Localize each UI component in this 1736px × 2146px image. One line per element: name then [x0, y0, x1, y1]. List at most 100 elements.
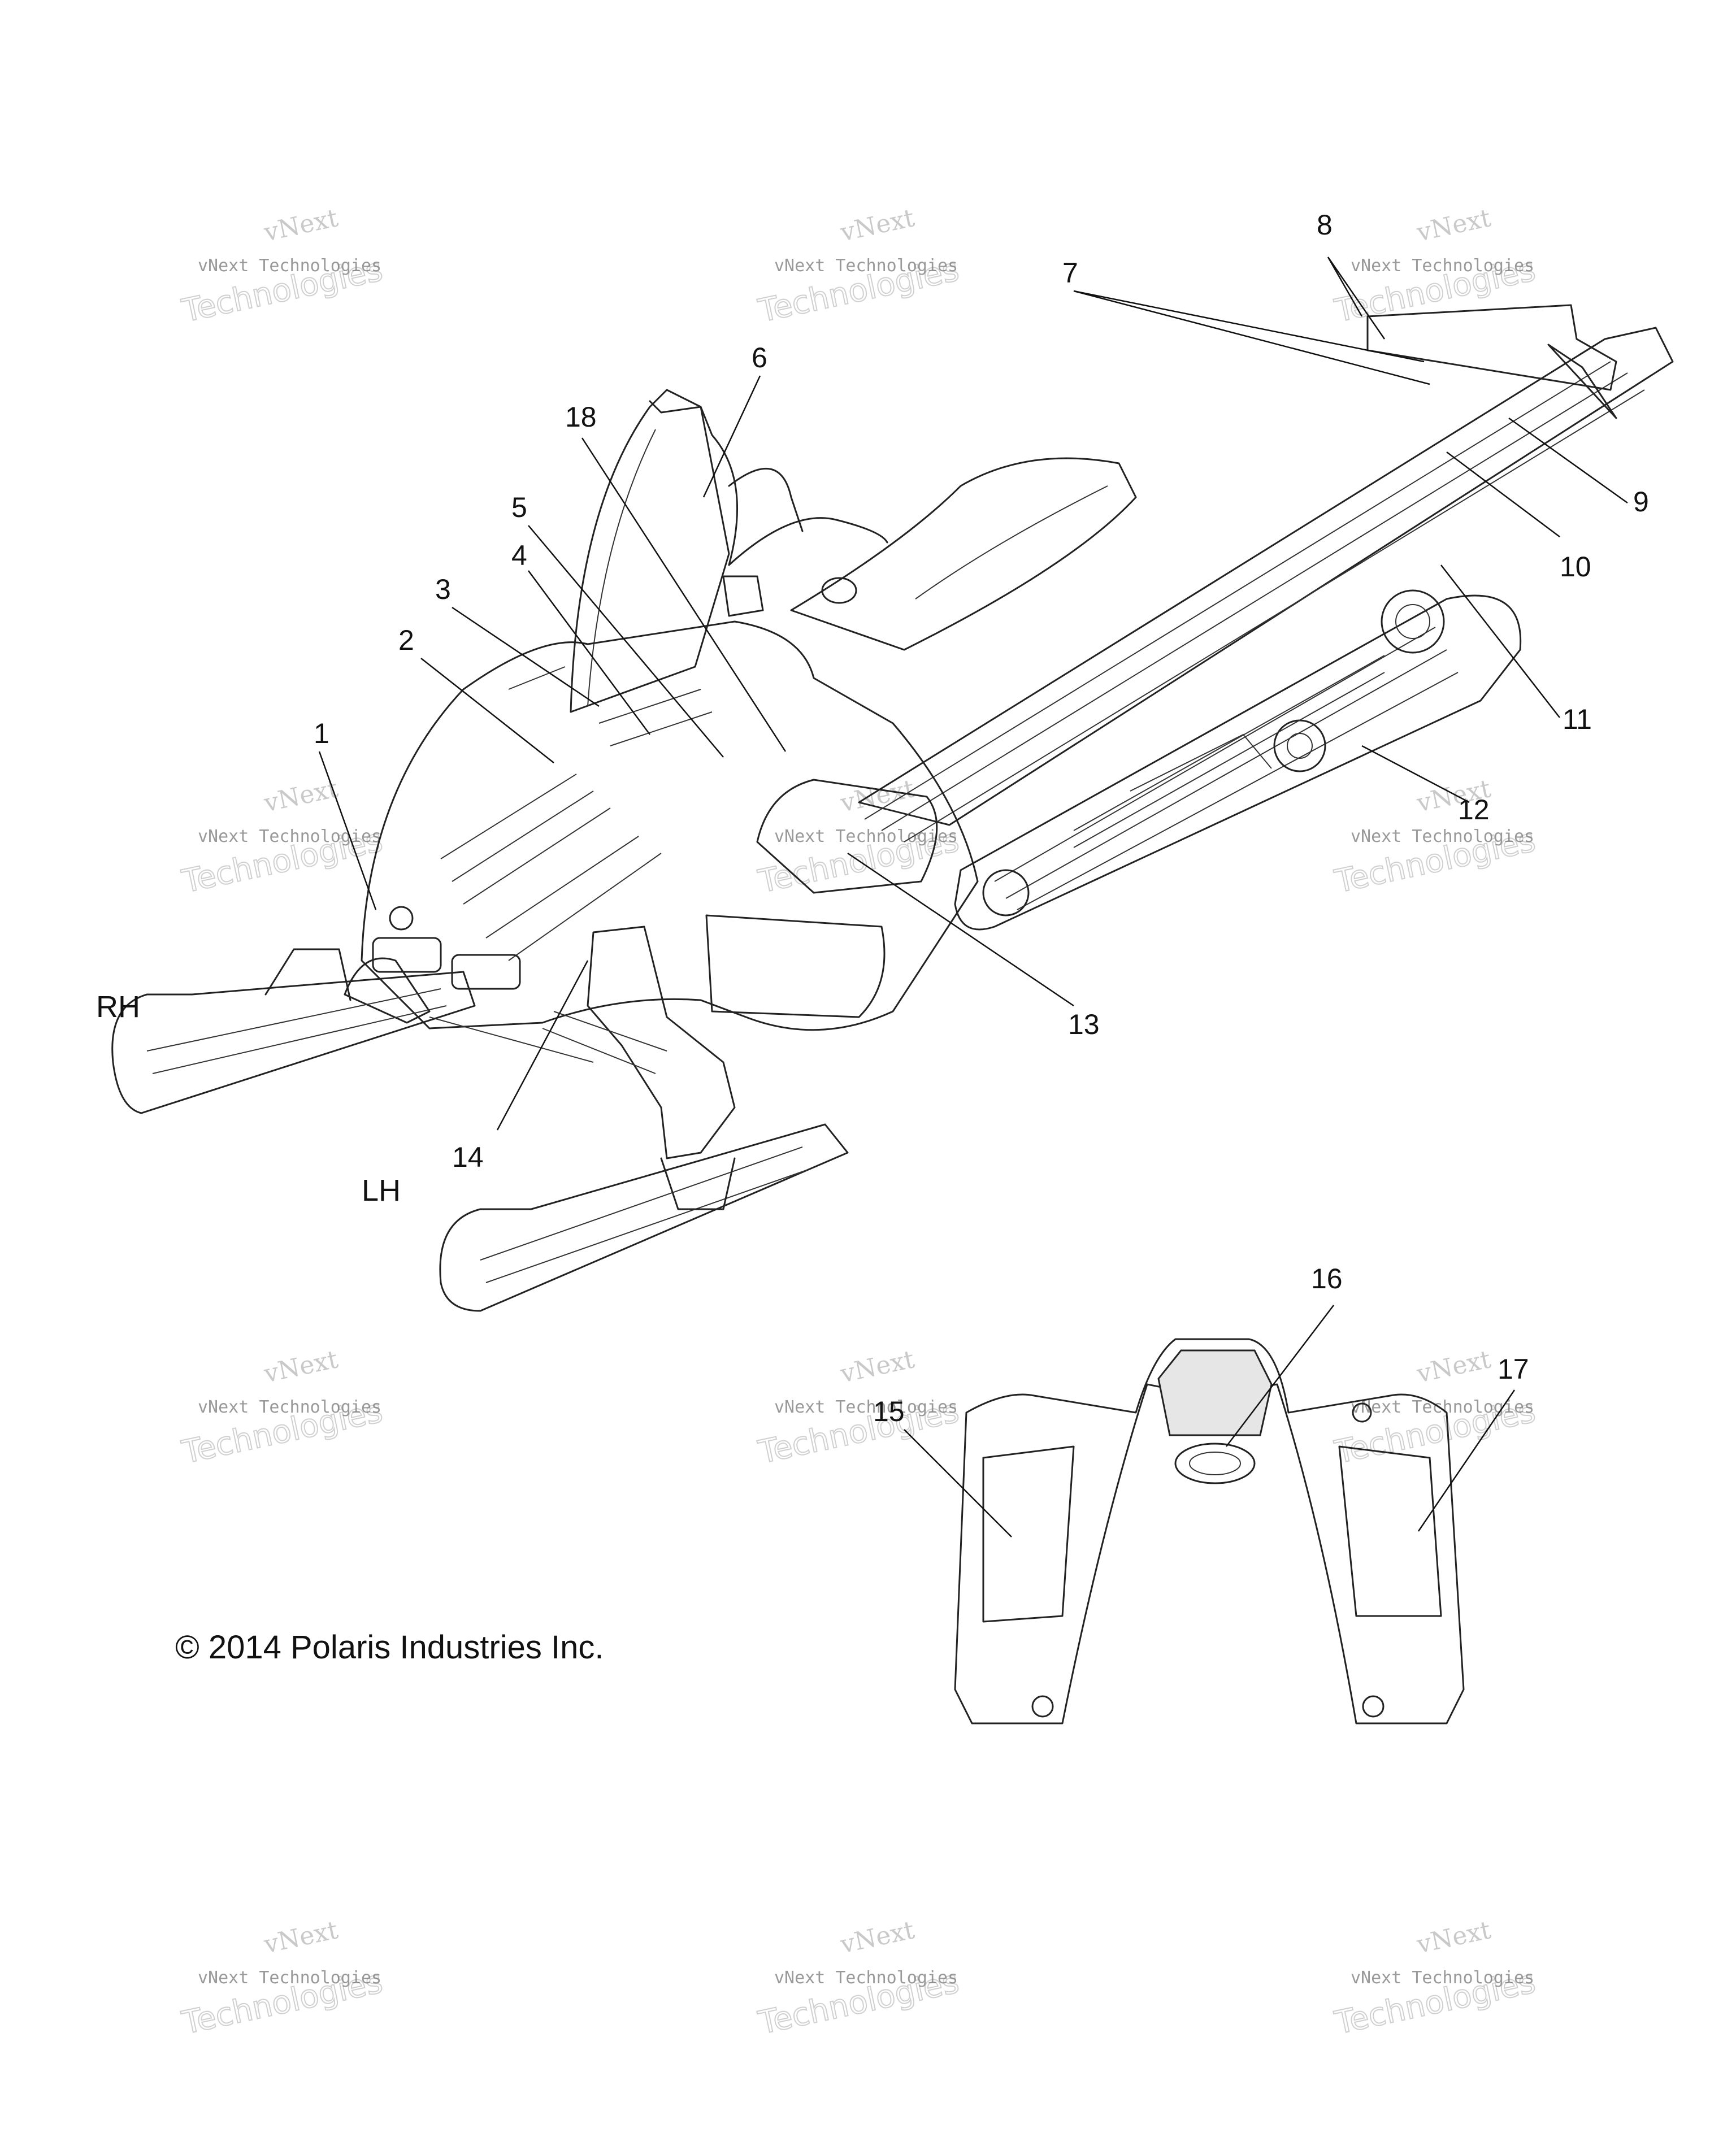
watermark-line-1: vNext — [261, 1345, 341, 1389]
watermark-line-1: vNext — [261, 1915, 341, 1960]
left-ski-ridge — [480, 1146, 809, 1283]
handlebar-riser — [722, 575, 764, 617]
rear-wheel-1-hub — [1395, 604, 1430, 639]
side-panel-window — [756, 779, 938, 894]
tunnel-top — [858, 327, 1674, 826]
watermark-line-1: vNext — [261, 203, 341, 247]
watermark-line-2: vNext Technologies — [774, 1397, 958, 1417]
console-center — [1157, 1349, 1273, 1436]
right-ski-spindle — [264, 948, 351, 1001]
watermark-line-2: vNext Technologies — [198, 827, 381, 846]
watermark-line-2: vNext Technologies — [774, 1968, 958, 1988]
headlight-left — [372, 937, 442, 973]
snowmobile-illustration — [111, 304, 1674, 1312]
callout-1: 1 — [314, 718, 329, 749]
hood-vents — [440, 774, 662, 961]
watermark-line-2: vNext Technologies — [198, 256, 381, 276]
console-bolt-right — [1362, 1695, 1385, 1718]
watermark-line-1: vNext — [1414, 1915, 1494, 1960]
watermark-line-2: vNext Technologies — [1351, 256, 1534, 276]
leader-lines — [318, 257, 1628, 1537]
callout-labels: 1 2 3 4 5 6 7 8 9 10 11 12 13 14 15 16 1… — [314, 209, 1649, 1427]
console-lines — [508, 666, 713, 746]
seat-stitch — [915, 485, 1108, 600]
console-left-panel — [982, 1445, 1075, 1623]
watermark-line-2: vNext Technologies — [774, 256, 958, 276]
callout-17: 17 — [1498, 1353, 1529, 1385]
callout-3: 3 — [435, 574, 451, 605]
callout-5: 5 — [511, 492, 527, 523]
console-inset-illustration — [954, 1338, 1465, 1724]
a-arms — [429, 1011, 667, 1074]
seat — [790, 457, 1137, 651]
idler-wheel-hub — [1287, 733, 1313, 759]
watermark-line-2: vNext Technologies — [1351, 1968, 1534, 1988]
callout-7: 7 — [1062, 257, 1078, 289]
callout-8: 8 — [1317, 209, 1333, 241]
callout-4: 4 — [511, 540, 527, 571]
callout-15: 15 — [873, 1396, 905, 1427]
rear-wheel-1 — [1381, 589, 1445, 654]
label-right-hand: RH — [96, 990, 140, 1024]
callout-2: 2 — [398, 624, 414, 656]
callout-6: 6 — [752, 342, 767, 373]
watermark-line-1: vNext — [261, 774, 341, 818]
right-ski-ridge — [146, 988, 447, 1074]
left-ski-spindle — [660, 1157, 736, 1210]
callout-9: 9 — [1633, 486, 1649, 518]
watermark-line-1: vNext — [1414, 203, 1494, 247]
front-track-wheel — [982, 869, 1030, 916]
copyright-notice: © 2014 Polaris Industries Inc. — [175, 1629, 604, 1666]
side-panel — [705, 914, 886, 1018]
callout-13: 13 — [1068, 1009, 1100, 1040]
rear-flap — [1547, 344, 1617, 419]
console-bolt-left — [1031, 1695, 1054, 1718]
left-ski — [439, 1123, 849, 1312]
callout-14: 14 — [452, 1141, 484, 1173]
idler-wheel — [1273, 719, 1326, 772]
windshield — [570, 389, 730, 713]
hood-outline — [361, 620, 979, 1031]
right-ski — [111, 971, 476, 1114]
windshield-inner — [587, 429, 656, 707]
console-gauge-inner — [1189, 1452, 1241, 1475]
watermark-line-2: vNext Technologies — [1351, 827, 1534, 846]
watermark-line-1: vNext — [1414, 1345, 1494, 1389]
emblem — [389, 906, 414, 931]
track-outline — [954, 594, 1522, 931]
watermark-line-2: vNext Technologies — [198, 1968, 381, 1988]
handlebar — [649, 400, 888, 566]
track-inner — [994, 627, 1459, 910]
callout-10: 10 — [1560, 551, 1591, 583]
callout-16: 16 — [1311, 1263, 1343, 1294]
console-gauge-opening — [1174, 1443, 1256, 1484]
callout-12: 12 — [1458, 794, 1490, 826]
headlight-right — [451, 954, 521, 990]
mirror-hoop — [728, 467, 804, 532]
front-suspension — [587, 926, 736, 1159]
console-outline — [954, 1338, 1465, 1724]
watermark-line-2: vNext Technologies — [198, 1397, 381, 1417]
label-left-hand: LH — [362, 1174, 401, 1207]
callout-18: 18 — [565, 401, 597, 433]
callout-11: 11 — [1563, 703, 1592, 735]
console-button — [1352, 1402, 1372, 1423]
tunnel-edge — [864, 361, 1645, 842]
watermark-line-1: vNext — [837, 203, 917, 247]
suspension-rails — [1073, 655, 1385, 848]
fuel-cap — [821, 577, 857, 604]
watermark-line-2: vNext Technologies — [774, 827, 958, 846]
